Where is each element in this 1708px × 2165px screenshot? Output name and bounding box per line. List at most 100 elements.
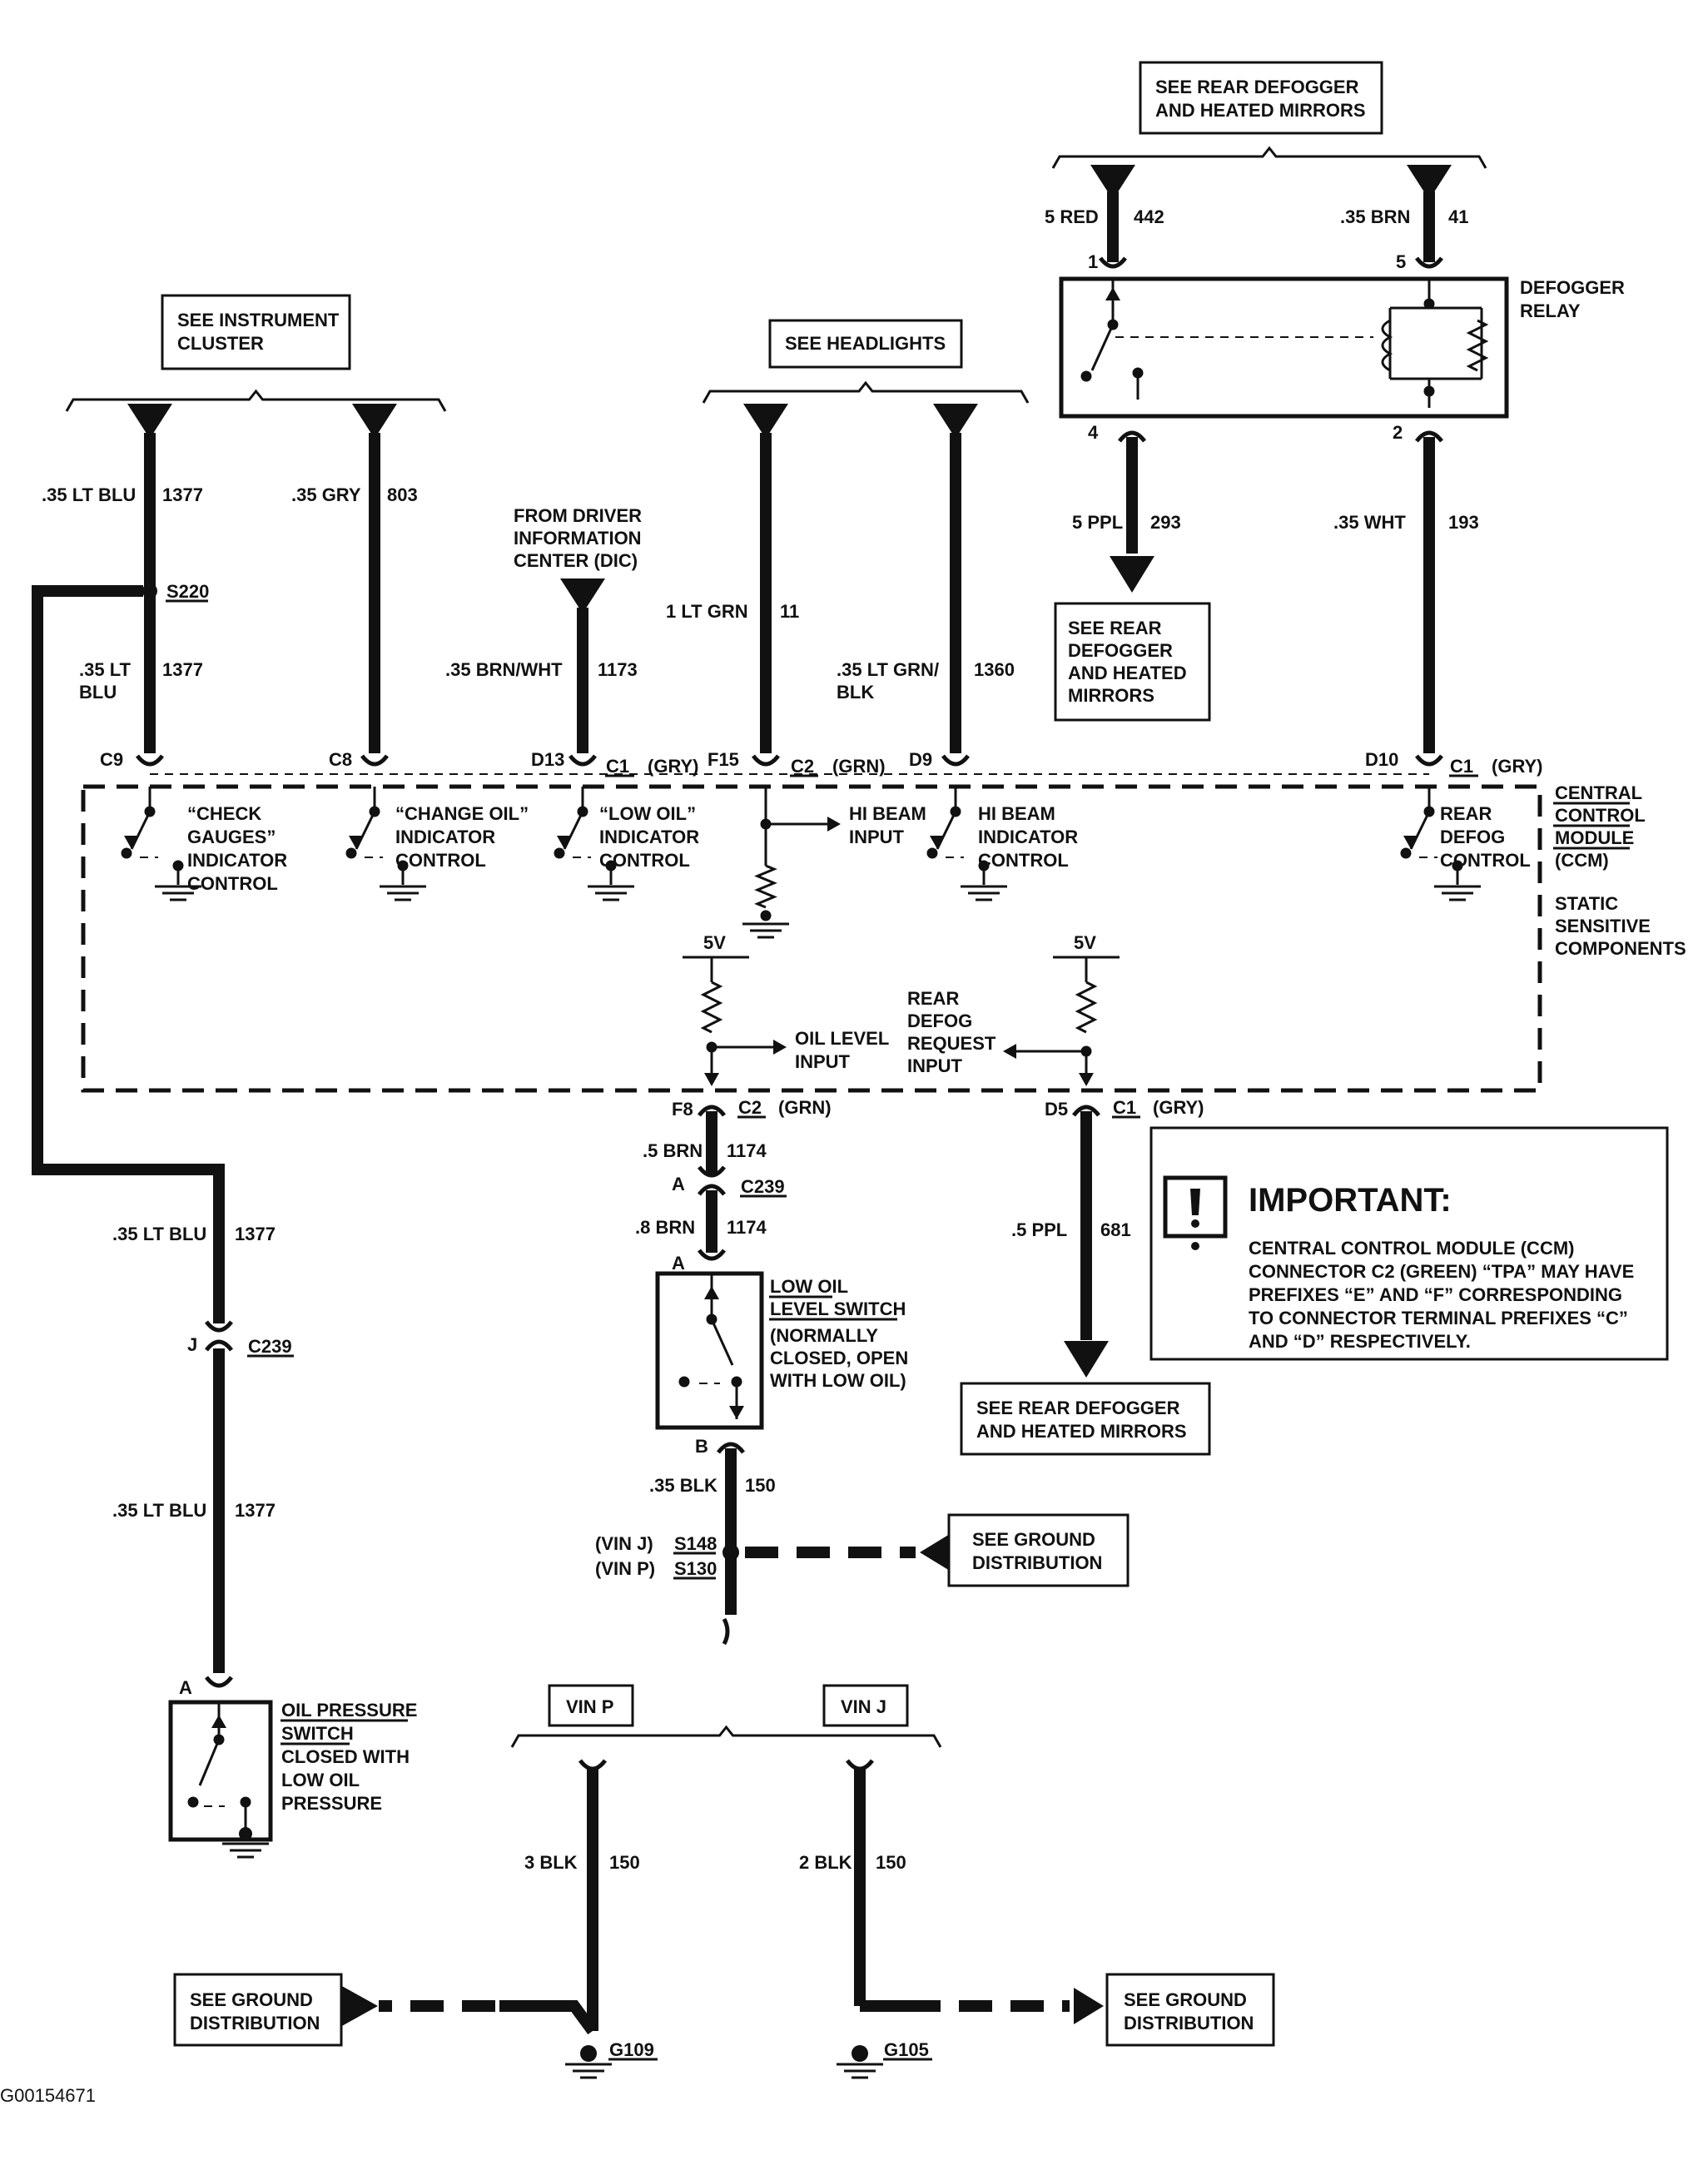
oil-pressure-ground xyxy=(222,1842,269,1859)
ref-ground-right-line-2: DISTRIBUTION xyxy=(1124,2013,1254,2033)
low-oil-switch-ccm-ground xyxy=(588,885,634,901)
circuit-label-1174-b: 1174 xyxy=(727,1217,767,1238)
pin-c8: C8 xyxy=(329,749,352,770)
connector-c1-a: C1 xyxy=(606,756,629,777)
wire-label-lt-blu-mid-line-2: BLU xyxy=(79,682,117,703)
connector-grn-a: (GRN) xyxy=(832,756,886,777)
circuit-label-1174-a: 1174 xyxy=(727,1140,767,1161)
oil-pressure-switch-desc-line-2: LOW OIL xyxy=(281,1770,360,1790)
ground-g109: G109 xyxy=(609,2039,654,2060)
wire-label-brn-wht: .35 BRN/WHT xyxy=(445,659,563,680)
ccm-title-line-3: MODULE xyxy=(1555,827,1634,848)
ref-box-ground-mid xyxy=(947,1513,1130,1587)
ref-box-ground-left xyxy=(173,1973,343,2047)
hi-beam-indicator-switch-contact xyxy=(926,847,938,859)
important-body-line-4: TO CONNECTOR TERMINAL PREFIXES “C” xyxy=(1249,1308,1628,1328)
relay-nc-contact xyxy=(1080,370,1092,382)
wire-label-lt-grn: 1 LT GRN xyxy=(666,601,748,622)
rear-defog-request-label-line-1: REAR xyxy=(907,988,959,1009)
ref-rear-defogger-mid-line-3: AND HEATED xyxy=(1068,663,1187,683)
pullup-arrow-left xyxy=(704,1073,719,1086)
terminal-c239-a-top xyxy=(698,1165,726,1178)
important-body-line-5: AND “D” RESPECTIVELY. xyxy=(1249,1331,1471,1352)
change-oil-switch-blade-tip xyxy=(349,836,364,849)
pin-d5: D5 xyxy=(1045,1099,1068,1120)
hi-beam-indicator-switch-ground xyxy=(961,885,1007,901)
wire-label-ppl-293: 5 PPL xyxy=(1072,512,1123,533)
ground-arrow-left xyxy=(340,1985,378,2027)
ccm-title-line-1: CENTRAL xyxy=(1555,782,1642,803)
important-body-line-3: PREFIXES “E” AND “F” CORRESPONDING xyxy=(1249,1284,1622,1305)
oil-pressure-switch-title-line-1: OIL PRESSURE xyxy=(281,1700,417,1721)
s220-splice-dot xyxy=(142,583,157,598)
oil-pressure-switch-desc-line-3: PRESSURE xyxy=(281,1793,382,1814)
brace-vin xyxy=(510,1725,942,1748)
connector-c1-c: C1 xyxy=(1113,1097,1136,1118)
dic-label-line-2: INFORMATION xyxy=(514,528,642,549)
connector-c1-b: C1 xyxy=(1450,756,1473,777)
check-gauges-switch-ground xyxy=(155,885,201,901)
rear-defog-switch-ground xyxy=(1434,885,1481,901)
circuit-label-293: 293 xyxy=(1150,512,1181,533)
low-oil-switch-contact-left xyxy=(678,1376,690,1388)
ref-ground-right-line-1: SEE GROUND xyxy=(1124,1989,1247,2010)
triangle-lt-grn-blk xyxy=(933,404,978,439)
connector-grn-b: (GRN) xyxy=(778,1097,832,1118)
dic-label-line-1: FROM DRIVER xyxy=(514,505,642,526)
ref-box-headlights xyxy=(768,319,963,369)
important-note-box xyxy=(1149,1126,1669,1361)
change-oil-label-line-3: CONTROL xyxy=(395,850,486,871)
splice-s130: S130 xyxy=(674,1558,717,1579)
wire-label-brn: .35 BRN xyxy=(1340,206,1410,227)
brace-rear-defogger xyxy=(1051,146,1487,169)
important-heading: IMPORTANT: xyxy=(1249,1182,1452,1219)
relay-lead-arrow xyxy=(1105,287,1120,300)
g105-ground xyxy=(837,2063,883,2079)
pullup-resistor-left xyxy=(700,981,723,1034)
low-oil-indicator-label-line-3: CONTROL xyxy=(599,850,690,871)
ref-rear-defogger-mid-line-1: SEE REAR xyxy=(1068,618,1162,638)
rear-defog-control-label-line-1: REAR xyxy=(1440,803,1492,824)
terminal-oil-pressure-a xyxy=(205,1676,233,1688)
hi-beam-indicator-switch-blade-tip xyxy=(930,836,945,849)
vin-j-paren: (VIN J) xyxy=(595,1533,653,1554)
5v-label-right: 5V xyxy=(1074,932,1096,953)
exclamation-icon-dot xyxy=(1191,1219,1199,1228)
low-oil-indicator-label-line-2: INDICATOR xyxy=(599,827,699,847)
rear-defog-switch-blade-tip xyxy=(1403,836,1418,849)
5v-label-left: 5V xyxy=(703,932,726,953)
pin-f8: F8 xyxy=(672,1099,693,1120)
relay-blade xyxy=(1090,324,1115,371)
change-oil-label-line-1: “CHANGE OIL” xyxy=(395,803,529,824)
wire-lt-blu-to-oil-pressure xyxy=(32,585,225,1323)
ground-arrow-right xyxy=(1074,1988,1104,2024)
change-oil-switch-ground xyxy=(380,885,426,901)
rear-defog-request-label-line-2: DEFOG xyxy=(907,1010,972,1031)
terminal-c239-a-bottom xyxy=(698,1184,726,1196)
triangle-gry xyxy=(352,404,397,439)
pin-d13: D13 xyxy=(531,749,564,770)
connector-gry-a: (GRY) xyxy=(648,756,699,777)
relay-coil xyxy=(1381,319,1393,372)
connector-gry-c: (GRY) xyxy=(1153,1097,1204,1118)
rear-defog-request-arrow xyxy=(1003,1044,1016,1059)
hi-beam-input-label-line-1: HI BEAM xyxy=(849,803,926,824)
ref-instrument-cluster-line-1: SEE INSTRUMENT xyxy=(177,310,340,330)
wire-label-brn-5: .5 BRN xyxy=(643,1140,703,1161)
wire-label-lt-blu-mid-line-1: .35 LT xyxy=(79,659,132,680)
pin-relay-2: 2 xyxy=(1393,422,1403,443)
arrow-ppl-681 xyxy=(1064,1341,1109,1378)
wire-label-blk-3: 3 BLK xyxy=(524,1852,578,1873)
defogger-relay-label-line-1: DEFOGGER xyxy=(1520,277,1625,298)
circuit-label-1173: 1173 xyxy=(598,659,638,680)
terminal-ccm-4 xyxy=(752,754,780,767)
low-oil-switch-arrow-bottom xyxy=(729,1406,744,1419)
important-icon-frame xyxy=(1163,1175,1228,1239)
low-oil-switch-desc-line-3: WITH LOW OIL) xyxy=(770,1370,906,1391)
oil-level-input-arrow xyxy=(773,1040,787,1055)
brace-instrument-cluster xyxy=(65,389,447,412)
exclamation-icon xyxy=(1190,1189,1200,1215)
check-gauges-label-line-4: CONTROL xyxy=(187,873,278,894)
rear-defog-request-label-line-3: REQUEST xyxy=(907,1033,996,1054)
